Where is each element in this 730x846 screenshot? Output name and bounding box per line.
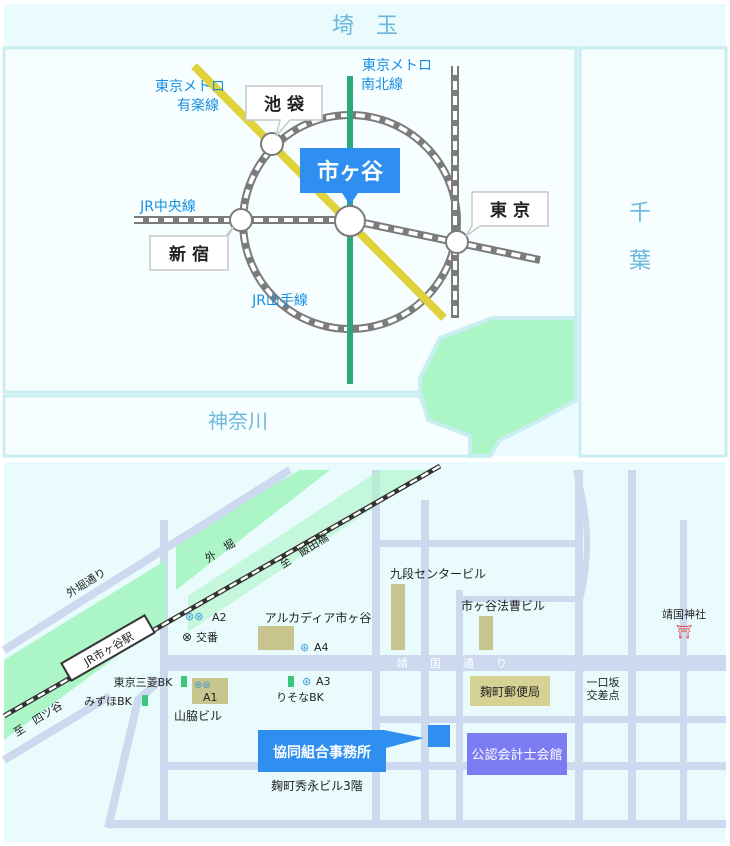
yamawaki-building bbox=[192, 678, 228, 704]
yamawaki-label: 山脇ビル bbox=[174, 709, 222, 723]
chiba-label-1: 千 bbox=[629, 201, 651, 226]
sotobori-dori-road bbox=[1, 466, 293, 654]
south-road bbox=[108, 820, 726, 828]
tokyo-label: 東 京 bbox=[490, 200, 530, 221]
tokyo-bay bbox=[418, 316, 578, 458]
exit-a3-label: A3 bbox=[316, 675, 331, 688]
resona-bank-icon bbox=[288, 676, 294, 687]
ichigaya-callout: 市ヶ谷 bbox=[300, 148, 400, 205]
shosha-building bbox=[479, 616, 493, 650]
office-building-label: 麹町秀永ビル3階 bbox=[271, 778, 363, 793]
top-route-map: 埼 玉 千 葉 神奈川 池 袋 市ヶ谷 bbox=[2, 4, 728, 458]
exit-a2-label: A2 bbox=[212, 611, 227, 624]
shinjuku-station-marker bbox=[229, 208, 253, 232]
post-office-building bbox=[470, 676, 550, 706]
ichiguchizaka-label-1: 一口坂 bbox=[587, 676, 620, 689]
ikebukuro-label: 池 袋 bbox=[264, 94, 305, 115]
shosha-label: 市ヶ谷法曹ビル bbox=[461, 598, 545, 613]
mizuho-bank-icon bbox=[142, 695, 148, 706]
bottom-area-map: JR市ヶ谷駅 外堀通り 外 堀 至 飯田橋 至 四ツ谷 靖 国 通 り 九段セン… bbox=[1, 462, 726, 842]
yamanote-line-label: JR山手線 bbox=[251, 293, 308, 309]
bottom-map-background bbox=[4, 462, 726, 842]
chuo-line-label: JR中央線 bbox=[139, 199, 196, 215]
ikebukuro-station-marker bbox=[260, 132, 284, 156]
yurakucho-label-1: 東京メトロ bbox=[155, 79, 225, 95]
chuo-line-east bbox=[349, 218, 541, 262]
shinjuku-callout: 新 宿 bbox=[149, 225, 235, 271]
kaikeishi-building bbox=[467, 733, 567, 775]
mitsubishi-bk-label: 東京三菱BK bbox=[114, 675, 174, 689]
namboku-label-1: 東京メトロ bbox=[362, 58, 432, 74]
curved-road bbox=[573, 469, 591, 601]
shrine-icon: ⛩ bbox=[676, 624, 693, 640]
ichiguchizaka-label-2: 交差点 bbox=[587, 688, 620, 702]
chiba-area bbox=[578, 46, 728, 458]
saitama-label: 埼 玉 bbox=[332, 14, 398, 39]
tokyo-callout: 東 京 bbox=[465, 191, 549, 237]
kaikeishi-label: 公認会計士会館 bbox=[471, 747, 562, 763]
metro-icon-a4: ⊛ bbox=[300, 641, 309, 654]
arcadia-label: アルカディア市ヶ谷 bbox=[265, 610, 372, 625]
kudan-label: 九段センタービル bbox=[390, 566, 486, 581]
metro-icon-a1: ⊛⊛ bbox=[194, 680, 211, 691]
namboku-label-2: 南北線 bbox=[361, 77, 403, 93]
ichigaya-label: 市ヶ谷 bbox=[317, 159, 384, 185]
arcadia-building bbox=[258, 626, 294, 650]
road-680 bbox=[680, 520, 687, 820]
yurakucho-label-2: 有楽線 bbox=[177, 98, 219, 114]
road-575 bbox=[575, 470, 583, 820]
southwest-road bbox=[104, 677, 163, 829]
kanagawa-label: 神奈川 bbox=[208, 409, 268, 433]
koban-label: 交番 bbox=[196, 630, 218, 644]
koban-icon: ⊗ bbox=[182, 630, 192, 644]
mitsubishi-bank-icon bbox=[181, 676, 187, 687]
yasukuni-shrine-label: 靖国神社 bbox=[662, 607, 706, 621]
roads bbox=[108, 470, 726, 828]
office-road bbox=[380, 716, 726, 723]
road-456 bbox=[456, 590, 463, 820]
road-to-yotsuya bbox=[1, 692, 113, 764]
north-road bbox=[380, 540, 580, 547]
office-label: 協同組合事務所 bbox=[273, 744, 371, 761]
office-location-marker bbox=[428, 725, 450, 747]
moat-strip bbox=[188, 470, 430, 632]
resona-bk-label: りそなBK bbox=[276, 691, 325, 704]
middle-road bbox=[160, 762, 726, 770]
road-421 bbox=[421, 500, 429, 820]
yasukuni-dori bbox=[160, 655, 726, 671]
office-callout bbox=[258, 730, 424, 772]
exit-a4-label: A4 bbox=[314, 641, 329, 654]
chiba-label-2: 葉 bbox=[629, 249, 651, 274]
moat-east bbox=[176, 470, 330, 590]
ikebukuro-callout: 池 袋 bbox=[245, 85, 323, 137]
post-office-label: 麹町郵便局 bbox=[480, 684, 540, 699]
kudan-center-building bbox=[391, 584, 405, 650]
metro-icon-a2: ⊛⊛ bbox=[185, 610, 203, 623]
shinjuku-label: 新 宿 bbox=[169, 244, 209, 265]
kudan-road bbox=[372, 470, 380, 820]
west-road bbox=[160, 520, 168, 820]
shosha-road bbox=[456, 596, 576, 602]
exit-a1-label: A1 bbox=[203, 691, 218, 704]
yasukuni-dori-label: 靖 国 通 り bbox=[397, 657, 507, 670]
ichigaya-station-marker bbox=[334, 205, 366, 237]
mizuho-bk-label: みずほBK bbox=[84, 695, 133, 708]
road-628 bbox=[628, 470, 636, 820]
metro-icon-a3: ⊛ bbox=[302, 675, 311, 688]
tokyo-station-marker bbox=[445, 230, 469, 254]
